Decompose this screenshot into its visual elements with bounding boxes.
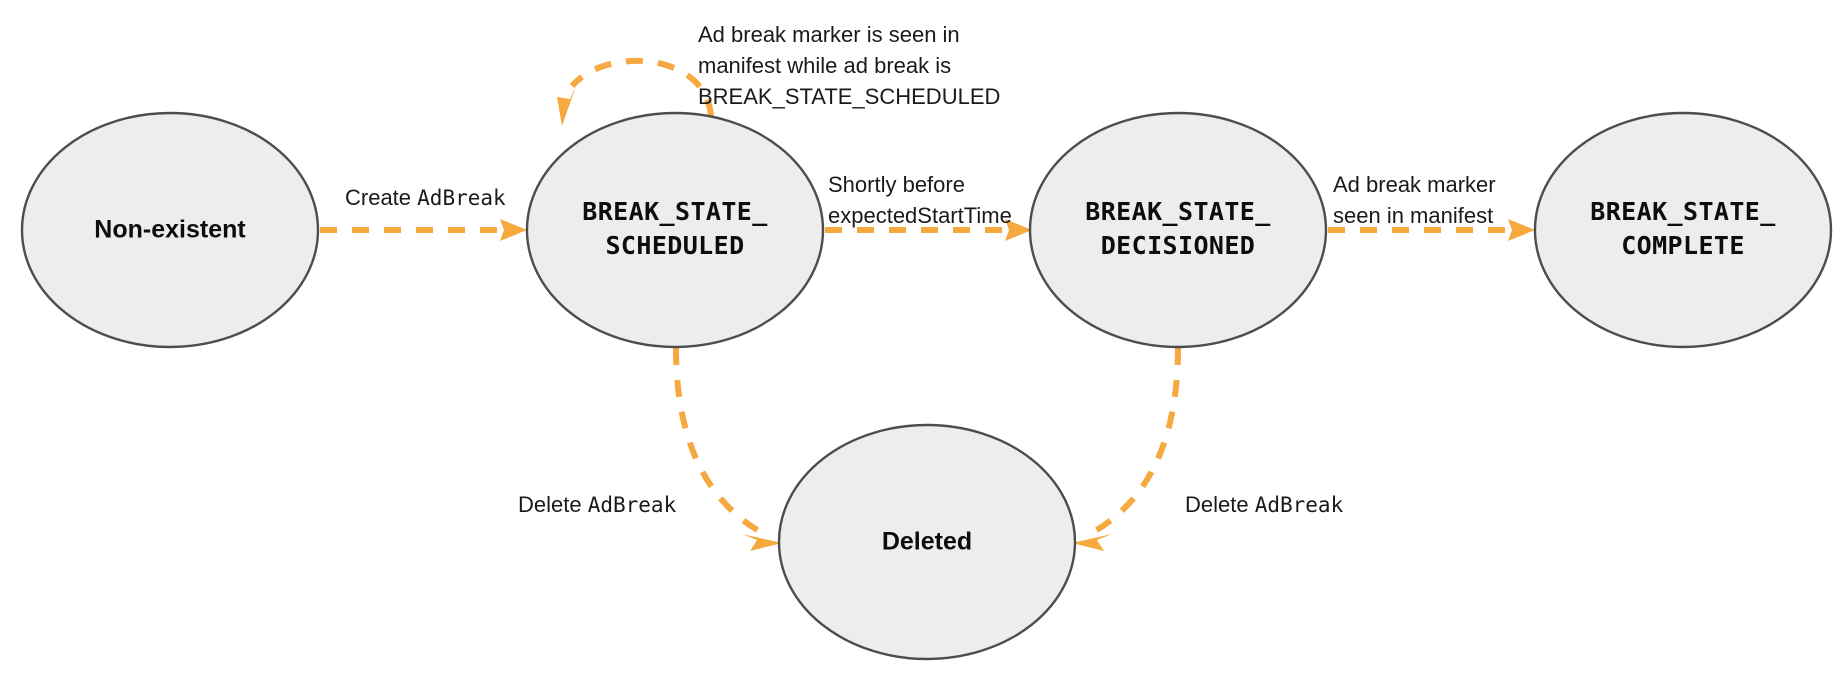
edge-label-loop-line2: manifest while ad break is	[698, 53, 951, 78]
edge-self-loop-line	[569, 57, 714, 117]
edge-label-delete-left-sans: Delete	[518, 492, 588, 517]
edge-shortly-before-expected-start-time[interactable]	[825, 219, 1032, 241]
edge-label-delete-adbreak-from-decisioned: Delete AdBreak	[1185, 492, 1344, 517]
node-break-state-complete-shape	[1533, 111, 1833, 349]
edge-delete-right-arrowhead	[1072, 534, 1112, 551]
node-deleted-shape	[777, 423, 1077, 661]
node-break-state-decisioned-label-line2: DECISIONED	[1101, 231, 1256, 260]
edge-delete-adbreak-from-scheduled[interactable]	[673, 347, 782, 551]
node-non-existent-label: Non-existent	[94, 216, 246, 244]
node-break-state-scheduled[interactable]: BREAK_STATE_ SCHEDULED	[525, 111, 825, 349]
node-non-existent-shape	[20, 111, 320, 349]
edge-label-seen-line2: seen in manifest	[1333, 203, 1493, 228]
node-break-state-scheduled-label-line1: BREAK_STATE_	[582, 197, 768, 226]
edge-marker-seen-while-scheduled[interactable]	[557, 57, 714, 126]
edge-seen-in-manifest-arrowhead	[1508, 219, 1535, 241]
node-break-state-decisioned[interactable]: BREAK_STATE_ DECISIONED	[1028, 111, 1328, 349]
edge-label-delete-adbreak-from-scheduled: Delete AdBreak	[518, 492, 677, 517]
node-deleted-label: Deleted	[882, 528, 972, 556]
edge-label-create-adbreak: Create AdBreak	[345, 185, 506, 210]
node-break-state-complete-label-line1: BREAK_STATE_	[1590, 197, 1776, 226]
edge-label-marker-seen-while-scheduled: Ad break marker is seen in manifest whil…	[698, 22, 1000, 109]
edge-label-seen-line1: Ad break marker	[1333, 172, 1496, 197]
node-break-state-complete-label-line2: COMPLETE	[1621, 231, 1745, 260]
edge-label-shortly-before: Shortly before expectedStartTime	[828, 172, 1012, 228]
node-break-state-complete[interactable]: BREAK_STATE_ COMPLETE	[1533, 111, 1833, 349]
node-break-state-scheduled-label-line2: SCHEDULED	[605, 231, 744, 260]
edge-label-delete-left-mono: AdBreak	[588, 493, 677, 517]
edge-label-shortly-line2: expectedStartTime	[828, 203, 1012, 228]
edge-label-create-adbreak-mono: AdBreak	[417, 186, 506, 210]
node-break-state-decisioned-shape	[1028, 111, 1328, 349]
node-break-state-scheduled-shape	[525, 111, 825, 349]
node-break-state-decisioned-label-line1: BREAK_STATE_	[1085, 197, 1271, 226]
edge-delete-left-arrowhead	[742, 534, 782, 551]
edge-label-shortly-line1: Shortly before	[828, 172, 965, 197]
edge-delete-left-line	[673, 347, 768, 538]
edge-label-loop-line3: BREAK_STATE_SCHEDULED	[698, 84, 1000, 109]
edge-self-loop-arrowhead	[557, 86, 576, 126]
edge-label-seen-in-manifest: Ad break marker seen in manifest	[1333, 172, 1496, 228]
node-non-existent[interactable]: Non-existent	[20, 111, 320, 349]
edge-label-loop-line1: Ad break marker is seen in	[698, 22, 960, 47]
edge-label-create-adbreak-sans: Create	[345, 185, 417, 210]
edge-create-adbreak[interactable]	[320, 219, 527, 241]
edge-label-delete-right-sans: Delete	[1185, 492, 1255, 517]
edge-marker-seen-in-manifest[interactable]	[1328, 219, 1535, 241]
edge-label-delete-right-mono: AdBreak	[1255, 493, 1344, 517]
edge-create-adbreak-arrowhead	[500, 219, 527, 241]
edge-shortly-before-arrowhead	[1005, 219, 1032, 241]
edge-delete-adbreak-from-decisioned[interactable]	[1072, 347, 1181, 551]
node-deleted[interactable]: Deleted	[777, 423, 1077, 661]
edge-delete-right-line	[1086, 347, 1181, 538]
